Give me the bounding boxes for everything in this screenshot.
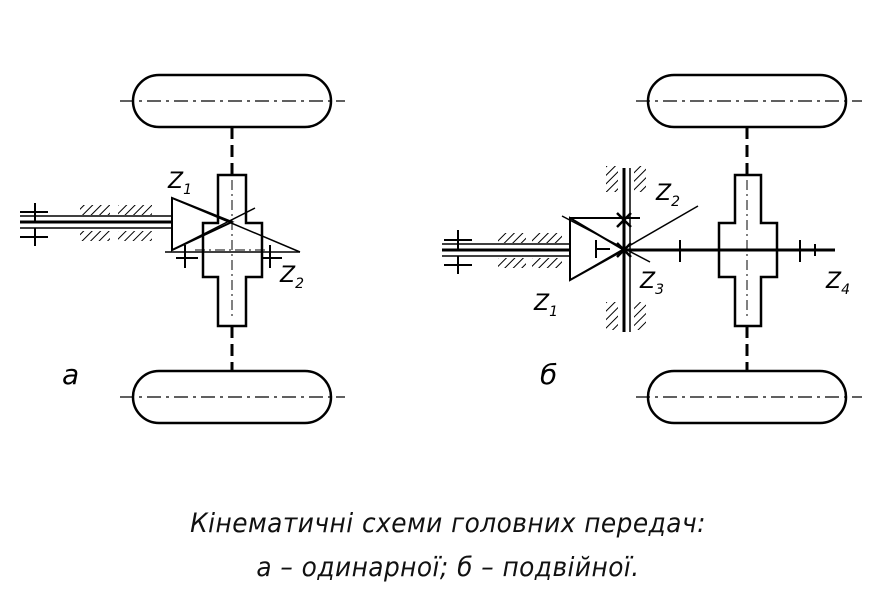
differential-b: [717, 173, 779, 328]
differential-a: [201, 173, 264, 328]
label-z1-b: Z1: [533, 291, 558, 320]
label-z4-b: Z4: [825, 269, 850, 298]
label-z3-b: Z3: [639, 269, 664, 298]
label-z1-a: Z1: [167, 169, 192, 198]
label-letter-a: а: [62, 358, 79, 391]
bearing-hatch-b-top: [606, 166, 618, 192]
bearing-hatch-a1: [80, 205, 110, 215]
ring-gear-z2-a: [171, 197, 301, 253]
bearing-hatch-b-bottom: [606, 302, 618, 330]
caption-line-1: Кінематичні схеми головних передач:: [190, 508, 706, 539]
scheme-a: [20, 73, 345, 425]
caption-line-2: а – одинарної; б – подвійної.: [256, 552, 640, 583]
label-letter-b: б: [540, 358, 557, 391]
ring-gear-z2-b: [569, 205, 699, 281]
label-z2-a: Z2: [279, 263, 304, 292]
scheme-b: [442, 73, 862, 425]
bearing-hatch-b1: [498, 233, 526, 243]
label-z2-b: Z2: [655, 181, 680, 210]
